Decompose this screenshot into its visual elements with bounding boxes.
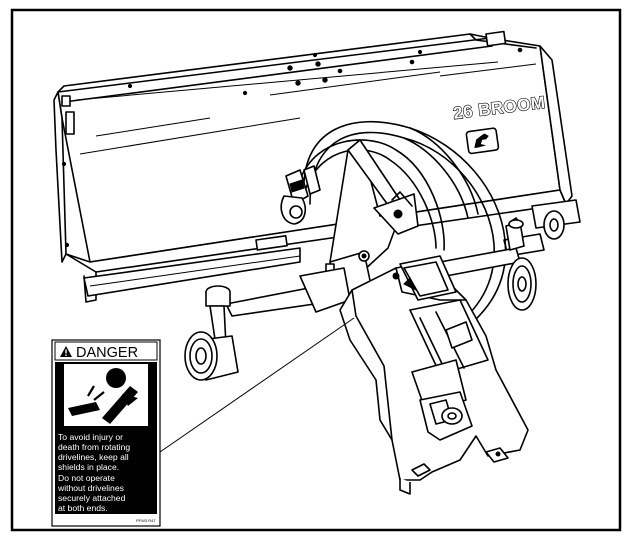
- danger-decal: DANGER To avoid injury or death from rot…: [51, 339, 161, 527]
- broom-housing: 26 BROOM: [53, 30, 573, 303]
- a-frame: [325, 139, 419, 301]
- warning-line: at both ends.: [58, 503, 108, 513]
- deer-logo-icon: [465, 127, 500, 155]
- warning-line: Do not operate: [58, 473, 115, 483]
- warning-line: drivelines, keep all: [58, 452, 129, 462]
- decal-leader-line: [159, 317, 355, 453]
- warning-text: To avoid injury or death from rotating d…: [57, 432, 130, 513]
- decal-part-code: PFW3 R47: [136, 518, 156, 523]
- driveline-entanglement-icon: [64, 364, 148, 426]
- hose-coupler-icon: [280, 165, 321, 225]
- warning-line: securely attached: [58, 493, 126, 503]
- warning-line: without drivelines: [57, 483, 124, 493]
- hydraulic-hoses: [280, 120, 507, 339]
- warning-line: shields in place.: [58, 462, 119, 472]
- danger-title: DANGER: [76, 345, 138, 361]
- warning-triangle-icon: [60, 346, 72, 357]
- figure-border: [10, 8, 622, 532]
- warning-line: death from rotating: [58, 442, 130, 452]
- warning-line: To avoid injury or: [58, 432, 123, 442]
- drive-housing: [339, 255, 529, 495]
- right-caster-assembly: [439, 219, 537, 311]
- left-caster-assembly: [184, 267, 351, 381]
